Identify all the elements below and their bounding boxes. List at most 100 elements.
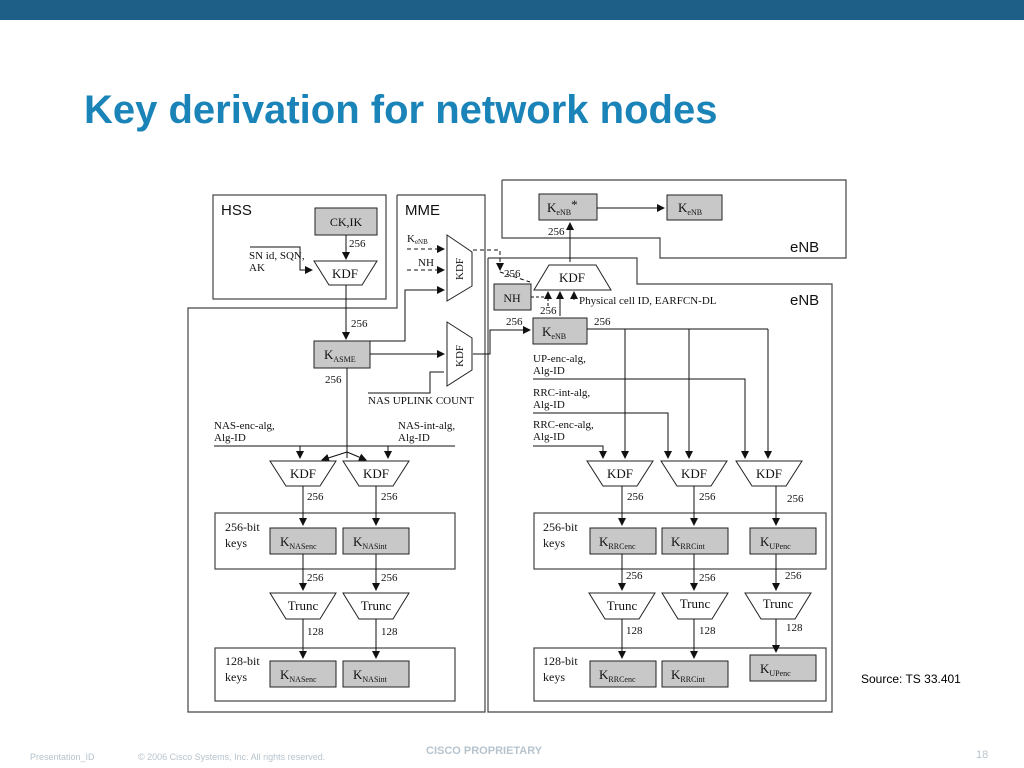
mme-bits-128-int: 128 <box>381 626 398 638</box>
enb-kdf-top-label: KDF <box>559 270 585 285</box>
mme-keys128-line1: 128-bit <box>225 654 260 668</box>
hss-inputs-line1: SN id, SQN, <box>249 250 305 262</box>
ckik-label: CK,IK <box>330 215 363 229</box>
enb-keys256-line2: keys <box>543 536 565 550</box>
up-enc-alg-line1: UP-enc-alg, <box>533 353 586 365</box>
mme-kdf-nas-enc-label: KDF <box>290 466 316 481</box>
enb-bits-128-2: 128 <box>699 625 716 637</box>
enb-128bit-keys-group <box>533 647 827 702</box>
mme-bits-kdf-enc: 256 <box>307 491 324 503</box>
mme-kdf-upper-label: KDF <box>454 258 466 280</box>
mme-kenb-input-label: KeNB <box>407 233 428 246</box>
footer-presentation-id: Presentation_ID <box>30 752 95 762</box>
knasint-128-label: KNASint <box>353 667 388 684</box>
kupenc-128-box <box>749 654 817 682</box>
enb-keys128-line2: keys <box>543 670 565 684</box>
enb-bits-128-3: 128 <box>786 622 803 634</box>
enb-kdf-top <box>533 264 612 291</box>
kupenc-256-label: KUPenc <box>760 534 791 551</box>
enb-bits-128-1: 128 <box>626 625 643 637</box>
enb-bits-kdf2: 256 <box>699 491 716 503</box>
mme-keys128-line2: keys <box>225 670 247 684</box>
mme-keys256-line2: keys <box>225 536 247 550</box>
mme-kdf-nas-enc <box>269 460 337 487</box>
enb-top-bits: 256 <box>548 226 565 238</box>
rrc-int-alg-line2: Alg-ID <box>533 399 565 411</box>
enb-bits-t1: 256 <box>626 570 643 582</box>
enb-bits-kdf3: 256 <box>787 493 804 505</box>
knasint-256-box <box>342 527 410 555</box>
krrcint-256-box <box>661 527 729 555</box>
krrcint-128-box <box>661 660 729 688</box>
mme-bits-128-enc: 128 <box>307 626 324 638</box>
rrc-int-alg-line1: RRC-int-alg, <box>533 387 590 399</box>
enb-kdf-rrc-enc <box>586 460 654 487</box>
mme-trunc-int-label: Trunc <box>361 598 392 613</box>
enb-trunc-rrc-enc <box>588 592 656 620</box>
kasme-box <box>313 340 371 369</box>
phys-cell-label: Physical cell ID, EARFCN-DL <box>579 295 717 307</box>
footer-copyright: © 2006 Cisco Systems, Inc. All rights re… <box>138 752 326 762</box>
enb-trunc-rrc-enc-label: Trunc <box>607 598 638 613</box>
top-bar <box>0 0 1024 20</box>
source-note: Source: TS 33.401 <box>861 672 961 686</box>
hss-bits-label: 256 <box>349 238 366 250</box>
hss-inputs-line2: AK <box>249 262 265 274</box>
enb-kdf-up-enc <box>735 460 803 487</box>
enb-trunc-rrc-int <box>661 592 729 620</box>
kenb-label: KeNB <box>542 324 566 341</box>
enb-bits-a: 256 <box>504 268 521 280</box>
knasint-256-label: KNASint <box>353 534 388 551</box>
kenb-star-box <box>538 193 598 221</box>
mme-kdf-nas-int-label: KDF <box>363 466 389 481</box>
nas-int-alg-line1: NAS-int-alg, <box>398 420 455 432</box>
enb-bits-c: 256 <box>506 316 523 328</box>
kasme-label: KASME <box>324 347 356 364</box>
mme-bits-trunc-int: 256 <box>381 572 398 584</box>
knasenc-128-box <box>269 660 337 688</box>
mme-keys256-line1: 256-bit <box>225 520 260 534</box>
mme-bits-kdf-int: 256 <box>381 491 398 503</box>
footer-proprietary: CISCO PROPRIETARY <box>426 745 543 757</box>
mme-kdf-lower-label: KDF <box>454 345 466 367</box>
enb-bits-t3: 256 <box>785 570 802 582</box>
enb-label: eNB <box>790 292 819 309</box>
hss-kdf-label: KDF <box>332 266 358 281</box>
enb-kdf-rrc-enc-label: KDF <box>607 466 633 481</box>
krrcenc-128-box <box>589 660 657 688</box>
slide-title: Key derivation for network nodes <box>84 88 718 132</box>
mme-nh-input-label: NH <box>418 257 434 269</box>
mme-container <box>187 194 486 713</box>
enb-kdf-rrc-int-label: KDF <box>681 466 707 481</box>
krrcenc-128-label: KRRCenc <box>599 667 636 684</box>
mme-trunc-enc-label: Trunc <box>288 598 319 613</box>
enb-kdf-up-enc-label: KDF <box>756 466 782 481</box>
mme-128bit-keys-group <box>214 647 456 702</box>
enb-top-container <box>501 179 847 259</box>
krrcenc-256-box <box>589 527 657 555</box>
mme-bits-trunc-enc: 256 <box>307 572 324 584</box>
enb-top-label: eNB <box>790 239 819 256</box>
kenb-box <box>532 317 588 345</box>
enb-trunc-up-enc <box>744 592 812 620</box>
mme-label: MME <box>405 202 440 219</box>
enb-bits-kdf1: 256 <box>627 491 644 503</box>
rrc-enc-alg-line1: RRC-enc-alg, <box>533 419 594 431</box>
mme-256bit-keys-group <box>214 512 456 570</box>
hss-kdf <box>313 260 378 286</box>
enb-bits-b: 256 <box>540 305 557 317</box>
mme-kdf-lower <box>446 321 473 387</box>
mme-kdf-upper <box>446 234 473 302</box>
mme-bits-from-kasme: 256 <box>325 374 342 386</box>
hss-container <box>212 194 387 300</box>
kupenc-256-box <box>749 527 817 555</box>
nas-enc-alg-line1: NAS-enc-alg, <box>214 420 275 432</box>
knasenc-256-box <box>269 527 337 555</box>
enb-bits-t2: 256 <box>699 572 716 584</box>
page-number: 18 <box>976 749 989 761</box>
enb-container <box>487 257 833 713</box>
mme-trunc-int <box>342 592 410 620</box>
enb-trunc-rrc-int-label: Trunc <box>680 596 711 611</box>
ckik-box <box>314 207 378 236</box>
nas-enc-alg-line2: Alg-ID <box>214 432 246 444</box>
